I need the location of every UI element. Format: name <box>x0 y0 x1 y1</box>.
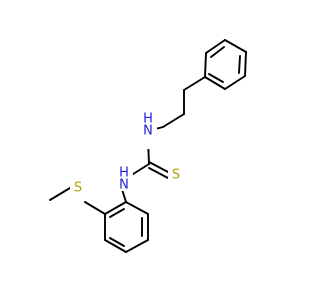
chain <box>120 76 206 203</box>
bond <box>129 163 150 177</box>
bond <box>84 201 106 215</box>
double-bond-inner <box>238 55 241 74</box>
methylthio-group <box>49 187 106 215</box>
atom-n-lower: N H <box>115 166 133 193</box>
double-bond-inner <box>208 73 224 83</box>
atom-label: S <box>172 168 180 183</box>
bond <box>104 201 127 215</box>
atom-s-thioether: S <box>70 180 86 196</box>
double-bond-inner <box>109 237 125 247</box>
thione-double-bond <box>148 167 169 179</box>
phenyl-ring-upper <box>204 39 247 90</box>
bond <box>125 201 149 215</box>
atom-label: H <box>119 166 129 181</box>
bond <box>224 39 247 53</box>
thione-double-bond <box>148 161 169 173</box>
bond <box>49 187 71 201</box>
double-bond-inner <box>210 46 225 58</box>
double-bond-inner <box>109 208 125 218</box>
atom-s-thione: S <box>168 167 184 183</box>
bond <box>204 76 226 90</box>
bond <box>162 113 185 128</box>
bond <box>104 239 127 253</box>
atom-n-upper: H N <box>139 112 157 149</box>
atom-label: N <box>143 124 153 139</box>
bond <box>125 239 149 253</box>
bond <box>224 75 246 90</box>
bond <box>205 39 226 54</box>
structure-drawing: H N S N H S <box>49 39 247 253</box>
atom-label: H <box>143 112 153 127</box>
bond <box>204 52 207 78</box>
bond <box>183 76 206 91</box>
atom-label: N <box>119 178 129 193</box>
atom-label: S <box>74 181 82 196</box>
bond <box>244 51 247 77</box>
phenyl-ring-lower <box>104 201 149 253</box>
